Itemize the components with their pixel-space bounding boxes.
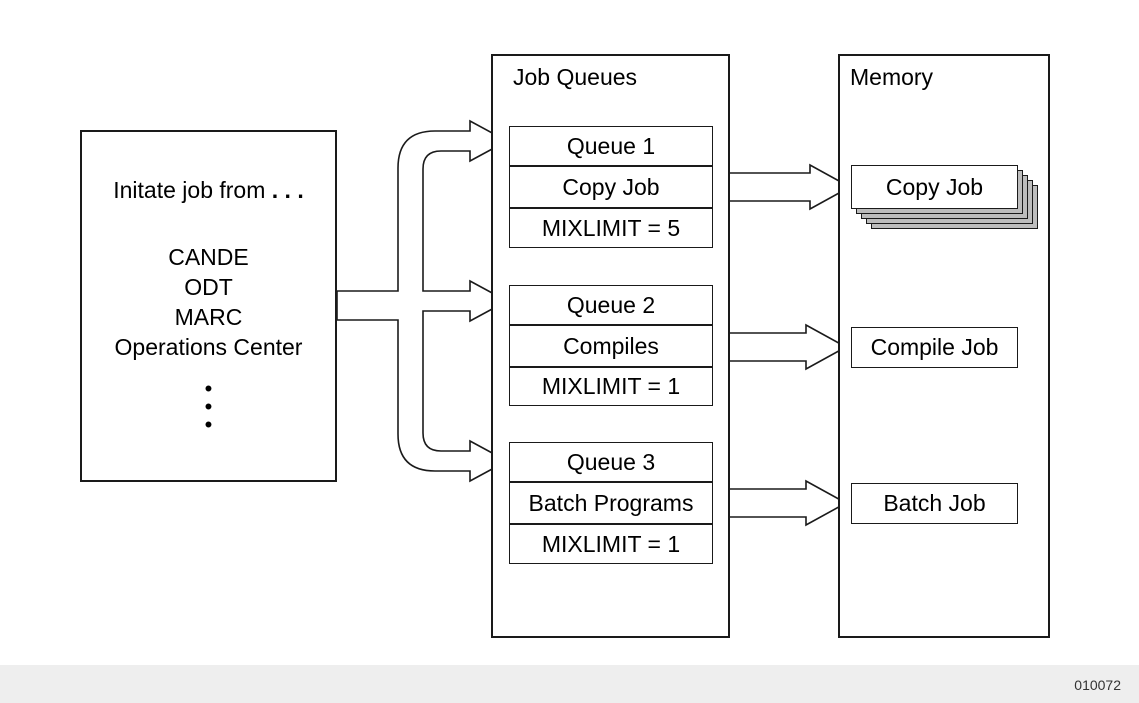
queue-1-job: Copy Job	[509, 166, 713, 208]
queue-3-mixlimit: MIXLIMIT = 1	[509, 524, 713, 564]
queue-3-job: Batch Programs	[509, 482, 713, 524]
arrow-queue2-to-memory	[711, 323, 848, 371]
queue-3-name: Queue 3	[509, 442, 713, 482]
vertical-ellipsis: •••	[204, 376, 213, 437]
footer-band: 010072	[0, 665, 1139, 703]
queue-2-mixlimit: MIXLIMIT = 1	[509, 367, 713, 406]
queue-1-mixlimit: MIXLIMIT = 5	[509, 208, 713, 248]
figure-id: 010072	[1074, 677, 1121, 693]
source-item-odt: ODT	[184, 274, 233, 300]
arrow-queue1-to-memory	[711, 163, 852, 211]
flow-arrows	[336, 119, 852, 527]
source-list: CANDE ODT MARC Operations Center	[82, 242, 335, 362]
source-item-operations-center: Operations Center	[114, 334, 303, 360]
initiate-title: Initate job from . . .	[113, 177, 304, 203]
queue-2-job: Compiles	[509, 325, 713, 367]
source-item-marc: MARC	[174, 304, 243, 330]
job-queues-title: Job Queues	[513, 64, 638, 90]
ellipsis-dots: . . .	[271, 177, 304, 203]
diagram: Initate job from . . . CANDE ODT MARC Op…	[80, 54, 1050, 638]
source-item-cande: CANDE	[168, 244, 249, 270]
memory-title: Memory	[850, 64, 934, 90]
dispatch-arrow	[336, 119, 509, 483]
initiate-panel: Initate job from . . . CANDE ODT MARC Op…	[80, 130, 337, 482]
arrow-queue3-to-memory	[711, 479, 848, 527]
queue-1-name: Queue 1	[509, 126, 713, 166]
memory-compile-job: Compile Job	[851, 327, 1018, 368]
queue-2-name: Queue 2	[509, 285, 713, 325]
memory-copy-job: Copy Job	[851, 165, 1018, 209]
memory-batch-job: Batch Job	[851, 483, 1018, 524]
